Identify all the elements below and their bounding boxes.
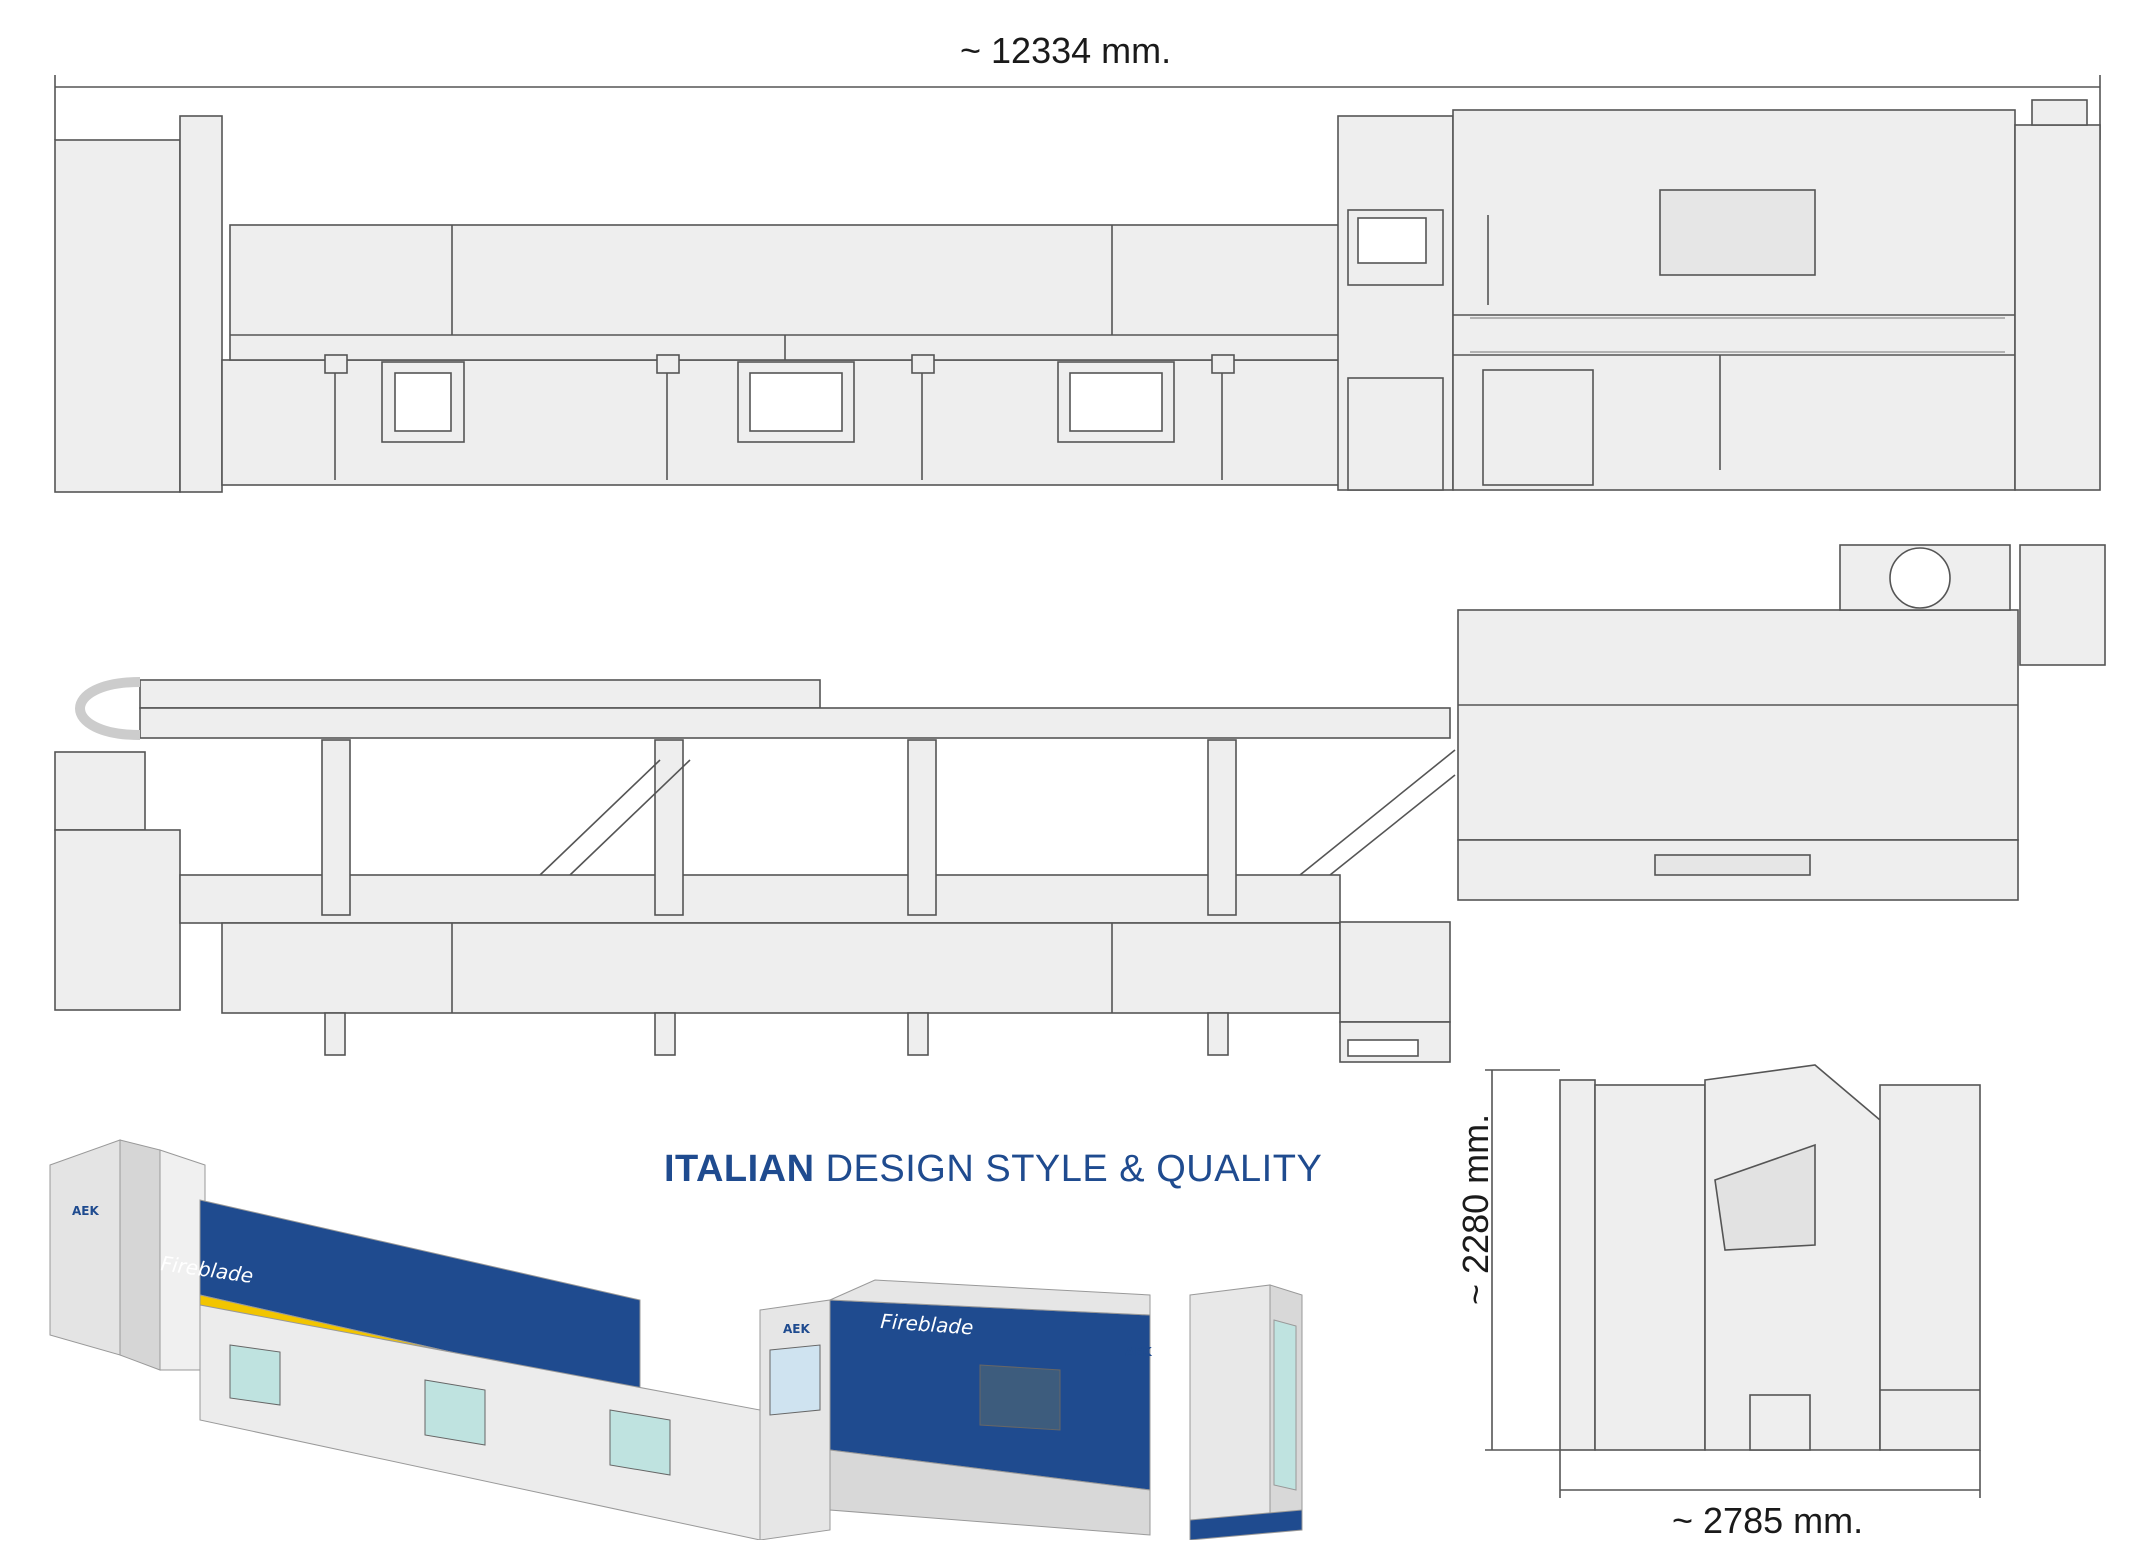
- depth-dimension: ~ 2785 mm.: [1672, 1500, 1864, 1541]
- front-elevation-view: [54, 75, 2101, 493]
- logo-tower: AEK: [783, 1322, 810, 1336]
- logo-main: AEK: [1125, 1345, 1152, 1359]
- top-plan-view: [54, 544, 2106, 1063]
- tagline: ITALIAN DESIGN STYLE & QUALITY: [664, 1148, 1322, 1191]
- logo-left: AEK: [72, 1204, 99, 1218]
- tagline-bold: ITALIAN: [664, 1148, 815, 1190]
- side-elevation-view: [1485, 1064, 1981, 1498]
- overall-length-dimension: ~ 12334 mm.: [960, 30, 1172, 71]
- isometric-render: Fireblade Fireblade AEK AEK AEK: [49, 1139, 1303, 1540]
- height-dimension: ~ 2280 mm.: [1455, 1113, 1496, 1305]
- tagline-rest: DESIGN STYLE & QUALITY: [814, 1148, 1323, 1190]
